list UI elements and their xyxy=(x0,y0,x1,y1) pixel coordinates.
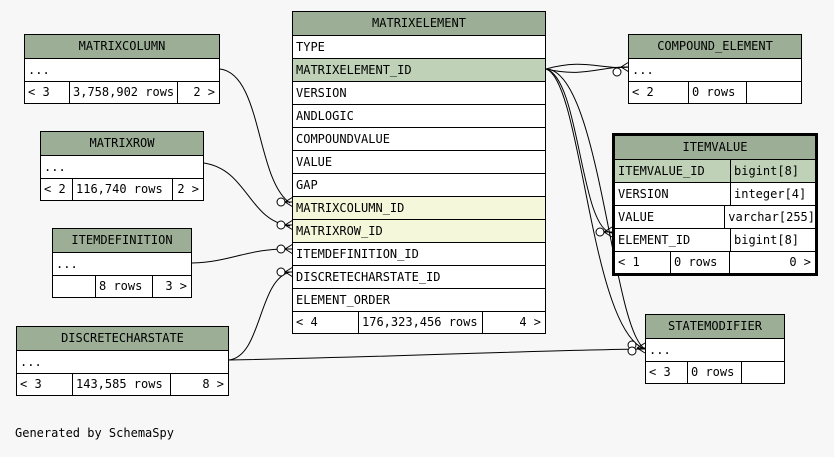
parents-count[interactable] xyxy=(53,276,96,297)
column-value[interactable]: VALUE varchar[255] xyxy=(615,206,815,229)
ellipsis-row: ... xyxy=(629,59,801,82)
column-value[interactable]: VALUE xyxy=(293,151,545,174)
column-version[interactable]: VERSION integer[4] xyxy=(615,183,815,206)
column-discretecharstate-id[interactable]: DISCRETECHARSTATE_ID xyxy=(293,266,545,289)
table-footer: < 3 3,758,902 rows 2 > xyxy=(25,82,219,103)
table-footer: < 3 143,585 rows 8 > xyxy=(17,374,228,395)
column-gap[interactable]: GAP xyxy=(293,174,545,197)
table-footer: < 3 0 rows xyxy=(646,362,784,383)
column-element-order[interactable]: ELEMENT_ORDER xyxy=(293,289,545,312)
table-title[interactable]: STATEMODIFIER xyxy=(646,315,784,339)
row-count: 116,740 rows xyxy=(73,179,173,200)
column-name: ITEMVALUE_ID xyxy=(615,160,731,182)
row-count: 143,585 rows xyxy=(73,374,171,395)
column-matrixcolumn-id[interactable]: MATRIXCOLUMN_ID xyxy=(293,197,545,220)
ellipsis-row: ... xyxy=(25,59,219,82)
children-count[interactable]: 3 > xyxy=(165,279,187,293)
table-itemvalue[interactable]: ITEMVALUE ITEMVALUE_ID bigint[8] VERSION… xyxy=(612,133,818,276)
table-footer: < 2 116,740 rows 2 > xyxy=(41,179,203,200)
generated-by-caption: Generated by SchemaSpy xyxy=(15,426,174,440)
column-type: varchar[255] xyxy=(728,210,815,224)
table-title[interactable]: ITEMVALUE xyxy=(615,136,815,160)
row-count: 0 rows xyxy=(671,252,730,273)
table-footer: < 4 176,323,456 rows 4 > xyxy=(293,312,545,333)
children-count[interactable]: 2 > xyxy=(193,85,215,99)
children-count[interactable]: 2 > xyxy=(177,182,199,196)
table-footer: 8 rows 3 > xyxy=(53,276,191,297)
table-statemodifier[interactable]: STATEMODIFIER ... < 3 0 rows xyxy=(645,314,785,384)
link-matrixrow xyxy=(203,162,291,227)
table-footer: < 2 0 rows xyxy=(629,82,801,103)
column-name: VERSION xyxy=(615,183,731,205)
link-matrixcolumn xyxy=(219,68,291,204)
children-count[interactable] xyxy=(742,362,784,383)
ellipsis-row: ... xyxy=(53,253,191,276)
table-title[interactable]: DISCRETECHARSTATE xyxy=(17,327,228,351)
column-itemvalue-id[interactable]: ITEMVALUE_ID bigint[8] xyxy=(615,160,815,183)
link-itemvalue xyxy=(545,68,613,234)
column-name: ELEMENT_ID xyxy=(615,229,731,251)
column-matrixelement-id[interactable]: MATRIXELEMENT_ID xyxy=(293,59,545,82)
column-itemdefinition-id[interactable]: ITEMDEFINITION_ID xyxy=(293,243,545,266)
link-itemdefinition xyxy=(191,248,291,264)
row-count: 0 rows xyxy=(688,362,742,383)
table-footer: < 1 0 rows 0 > xyxy=(615,252,815,273)
table-compound-element[interactable]: COMPOUND_ELEMENT ... < 2 0 rows xyxy=(628,34,802,104)
column-compoundvalue[interactable]: COMPOUNDVALUE xyxy=(293,128,545,151)
parents-count[interactable]: < 2 xyxy=(629,82,689,103)
row-count: 3,758,902 rows xyxy=(70,82,178,103)
column-type: bigint[8] xyxy=(734,233,800,247)
ellipsis-row: ... xyxy=(17,351,228,374)
table-itemdefinition[interactable]: ITEMDEFINITION ... 8 rows 3 > xyxy=(52,228,192,298)
table-matrixrow[interactable]: MATRIXROW ... < 2 116,740 rows 2 > xyxy=(40,131,204,201)
table-title[interactable]: COMPOUND_ELEMENT xyxy=(629,35,801,59)
table-matrixcolumn[interactable]: MATRIXCOLUMN ... < 3 3,758,902 rows 2 > xyxy=(24,34,220,104)
crow-foot-icons xyxy=(276,61,646,356)
ellipsis-row: ... xyxy=(646,339,784,362)
table-title[interactable]: ITEMDEFINITION xyxy=(53,229,191,253)
column-type: integer[4] xyxy=(734,187,807,201)
column-andlogic[interactable]: ANDLOGIC xyxy=(293,105,545,128)
link-statemodifier-a xyxy=(545,68,646,350)
parents-count[interactable]: < 3 xyxy=(17,374,73,395)
table-title[interactable]: MATRIXROW xyxy=(41,132,203,156)
children-count[interactable] xyxy=(747,82,801,103)
children-count[interactable]: 4 > xyxy=(519,315,541,329)
column-matrixrow-id[interactable]: MATRIXROW_ID xyxy=(293,220,545,243)
row-count: 8 rows xyxy=(96,276,153,297)
table-discretecharstate[interactable]: DISCRETECHARSTATE ... < 3 143,585 rows 8… xyxy=(16,326,229,396)
parents-count[interactable]: < 3 xyxy=(646,362,688,383)
ellipsis-row: ... xyxy=(41,156,203,179)
link-discretecharstate xyxy=(228,271,291,361)
column-name: VALUE xyxy=(615,206,726,228)
parents-count[interactable]: < 3 xyxy=(25,82,70,103)
row-count: 176,323,456 rows xyxy=(359,312,483,333)
column-element-id[interactable]: ELEMENT_ID bigint[8] xyxy=(615,229,815,252)
column-version[interactable]: VERSION xyxy=(293,82,545,105)
table-title[interactable]: MATRIXCOLUMN xyxy=(25,35,219,59)
link-discretecharstate-statemodifier xyxy=(228,348,646,361)
parents-count[interactable]: < 1 xyxy=(615,252,671,273)
children-count[interactable]: 0 > xyxy=(789,255,811,269)
parents-count[interactable]: < 2 xyxy=(41,179,73,200)
table-title[interactable]: MATRIXELEMENT xyxy=(293,12,545,36)
link-statemodifier-b xyxy=(545,68,646,350)
parents-count[interactable]: < 4 xyxy=(293,312,359,333)
column-type: bigint[8] xyxy=(734,164,800,178)
row-count: 0 rows xyxy=(689,82,747,103)
children-count[interactable]: 8 > xyxy=(202,377,224,391)
column-type[interactable]: TYPE xyxy=(293,36,545,59)
table-matrixelement[interactable]: MATRIXELEMENT TYPE MATRIXELEMENT_ID VERS… xyxy=(292,11,546,334)
